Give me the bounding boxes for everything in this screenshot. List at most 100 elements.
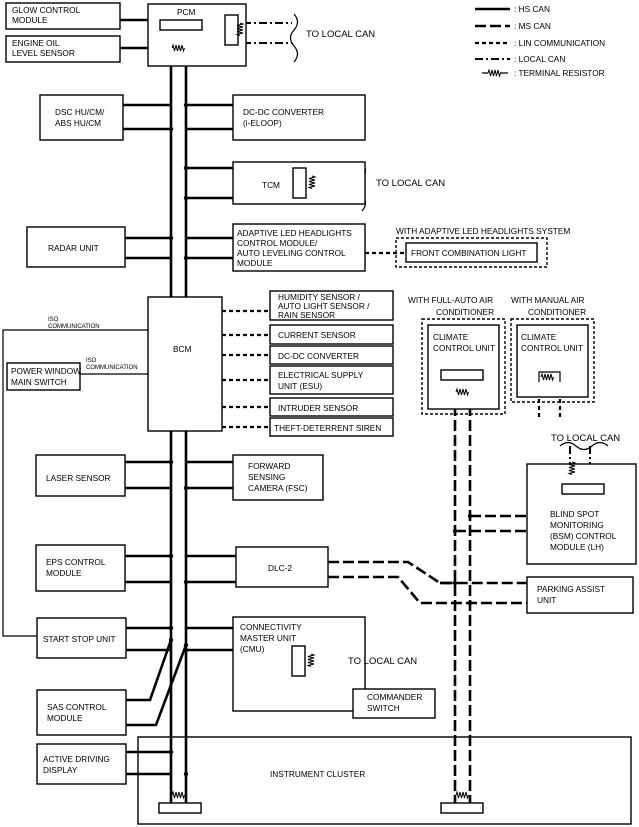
instrument-cluster: INSTRUMENT CLUSTER [137, 736, 632, 825]
electrical-supply-unit: ELECTRICAL SUPPLY UNIT (ESU) [269, 365, 394, 395]
module-label: SENSING [248, 472, 285, 482]
iso-communication-label-1: ISO [48, 317, 59, 323]
module-label: PCM [177, 7, 196, 17]
legend: : HS CAN : MS CAN : LIN COMMUNICATION : … [475, 4, 605, 78]
module-label: BLIND SPOT [550, 509, 599, 519]
module-label: CONTROL MODULE/ [237, 238, 318, 248]
module-label: UNIT [537, 595, 556, 605]
module-label: DLC-2 [268, 563, 292, 573]
dcdc-converter: DC-DC CONVERTER [269, 345, 394, 365]
current-sensor: CURRENT SENSOR [269, 324, 394, 345]
module-label: (CMU) [240, 644, 265, 654]
pcm-local-resistor-icon [235, 22, 245, 36]
climate-terminal-resistor-icon [455, 387, 469, 397]
module-label: RADAR UNIT [48, 243, 99, 253]
with-adaptive-label: WITH ADAPTIVE LED HEADLIGHTS SYSTEM [396, 226, 570, 236]
module-label: (BSM) CONTROL [550, 531, 617, 541]
module-label: CLIMATE [433, 332, 469, 342]
module-label: CONTROL UNIT [433, 343, 495, 353]
intruder-sensor: INTRUDER SENSOR [269, 397, 394, 417]
iso-communication-label-2: ISO [86, 358, 97, 364]
dlc2-connector: DLC-2 [235, 546, 329, 588]
manual-climate-connector [538, 371, 561, 382]
cmu-local-resistor-icon [306, 653, 316, 667]
parking-assist-unit: PARKING ASSIST UNIT [526, 576, 634, 614]
with-manual-label-1: WITH MANUAL AIR [511, 295, 584, 305]
start-stop-unit: START STOP UNIT [36, 617, 127, 659]
climate-connector [440, 369, 484, 381]
laser-sensor: LASER SENSOR [35, 454, 126, 497]
pcm-module: PCM [147, 3, 247, 67]
tcm-local-resistor-icon [307, 175, 317, 189]
bcm-module: BCM [147, 296, 223, 432]
ic-ms-connector [440, 802, 484, 814]
legend-lin-label: : LIN COMMUNICATION [514, 38, 605, 48]
adaptive-led-headlights-module: ADAPTIVE LED HEADLIGHTS CONTROL MODULE/ … [232, 223, 366, 272]
module-label: MODULE [46, 568, 82, 578]
forward-sensing-camera: FORWARD SENSING CAMERA (FSC) [232, 454, 324, 501]
module-label: MODULE [237, 258, 273, 268]
cmu-to-local-can-label: TO LOCAL CAN [348, 656, 417, 667]
module-label: FRONT COMBINATION LIGHT [411, 248, 526, 258]
module-label: ABS HU/CM [55, 118, 101, 128]
module-label: CONNECTIVITY [240, 622, 302, 632]
with-full-auto-label-2: CONDITIONER [436, 307, 494, 317]
ic-ms-terminal-resistor-icon [455, 790, 469, 800]
module-label: UNIT (ESU) [278, 381, 322, 391]
commander-switch: COMMANDER SWITCH [352, 688, 436, 719]
module-label: CAMERA (FSC) [248, 483, 308, 493]
legend-terminal-resistor-icon [487, 68, 501, 78]
module-label: MODULE [47, 713, 83, 723]
with-manual-label-2: CONDITIONER [528, 307, 586, 317]
pcm-terminal-resistor-icon [171, 43, 185, 53]
module-label: MODULE [12, 15, 48, 25]
module-label: HUMIDITY SENSOR / [278, 292, 361, 302]
module-label: PARKING ASSIST [537, 584, 605, 594]
climate-control-unit-full-auto: CLIMATE CONTROL UNIT [421, 318, 506, 415]
active-driving-display: ACTIVE DRIVING DISPLAY [36, 743, 127, 785]
pcm-connector [159, 19, 203, 31]
module-label: DC-DC CONVERTER [243, 107, 324, 117]
humidity-light-rain-sensor: HUMIDITY SENSOR / AUTO LIGHT SENSOR / RA… [269, 290, 394, 321]
tcm-to-local-can-label: TO LOCAL CAN [376, 178, 445, 189]
module-label: FORWARD [248, 461, 290, 471]
iso-communication-label-1b: COMMUNICATION [48, 324, 100, 330]
tcm-module: TCM [232, 161, 366, 205]
module-label: SWITCH [367, 703, 400, 713]
module-label: LEVEL SENSOR [12, 48, 75, 58]
module-label: GLOW CONTROL [12, 5, 81, 15]
module-label: ENGINE OIL [12, 38, 60, 48]
power-window-main-switch: POWER WINDOW MAIN SWITCH [6, 362, 81, 391]
module-label: DISPLAY [43, 765, 78, 775]
sas-control-module: SAS CONTROL MODULE [36, 689, 127, 736]
module-label: AUTO LIGHT SENSOR / [278, 301, 370, 311]
module-label: CONTROL UNIT [521, 343, 583, 353]
legend-local-can-label: : LOCAL CAN [514, 54, 565, 64]
module-label: (i-ELOOP) [243, 118, 282, 128]
module-label: INTRUDER SENSOR [278, 403, 358, 413]
cmu-local-connector [291, 645, 306, 677]
pcm-to-local-can-label: TO LOCAL CAN [306, 29, 375, 40]
bsm-connector [561, 483, 605, 495]
module-label: EPS CONTROL [46, 557, 106, 567]
bsm-local-resistor-icon [567, 461, 577, 475]
module-label: CLIMATE [521, 332, 557, 342]
module-label: MAIN SWITCH [11, 377, 67, 387]
theft-deterrent-siren: THEFT-DETERRENT SIREN [269, 417, 394, 437]
radar-unit: RADAR UNIT [26, 226, 126, 268]
tcm-local-connector [292, 167, 307, 199]
module-label: LASER SENSOR [46, 473, 111, 483]
module-label: ACTIVE DRIVING [43, 754, 110, 764]
module-label: THEFT-DETERRENT SIREN [274, 423, 381, 433]
connectivity-master-unit: CONNECTIVITY MASTER UNIT (CMU) [232, 616, 366, 712]
module-label: ELECTRICAL SUPPLY [278, 370, 364, 380]
module-label: AUTO LEVELING CONTROL [237, 248, 346, 258]
manual-climate-resistor-icon [540, 372, 554, 382]
legend-hs-can-label: : HS CAN [514, 4, 550, 14]
bsm-to-local-can-label: TO LOCAL CAN [551, 433, 620, 444]
module-label: POWER WINDOW [11, 366, 81, 376]
module-label: MONITORING [550, 520, 604, 530]
legend-ms-can-label: : MS CAN [514, 21, 551, 31]
module-label: MODULE (LH) [550, 542, 604, 552]
